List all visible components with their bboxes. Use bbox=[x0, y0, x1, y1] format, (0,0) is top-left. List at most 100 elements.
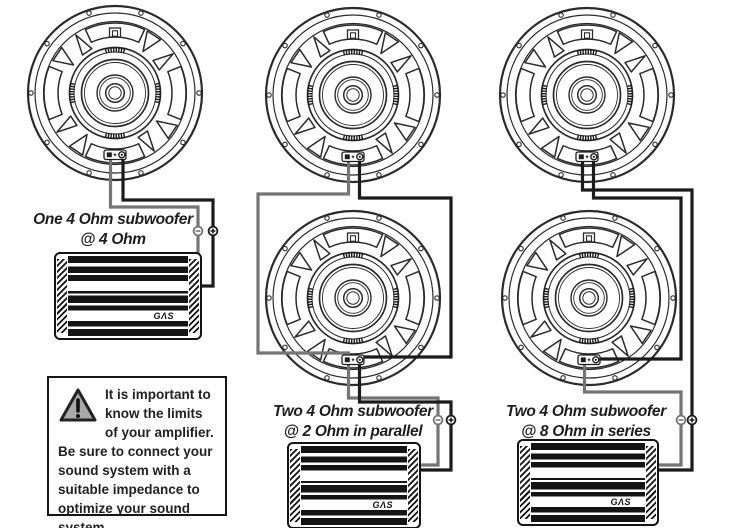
plus-terminal-icon bbox=[585, 155, 589, 159]
caption-line-2: @ 4 Ohm bbox=[80, 231, 146, 248]
mounting-hole bbox=[652, 42, 658, 49]
speaker-terminal-block bbox=[575, 151, 599, 163]
mounting-hole bbox=[180, 139, 186, 146]
gasket-crimp-texture bbox=[543, 287, 550, 309]
spec-label-plate bbox=[108, 27, 122, 38]
caption-line-1: Two 4 Ohm subwoofer bbox=[273, 403, 433, 420]
amp-brand-logo: GΛS bbox=[153, 311, 174, 322]
amp-heatsink-left bbox=[57, 259, 67, 333]
subwoofer-speaker bbox=[26, 4, 204, 182]
mounting-hole bbox=[180, 40, 186, 47]
negative-connector-icon bbox=[192, 225, 204, 237]
gasket-crimp-texture bbox=[307, 84, 314, 106]
amp-brand-logo: GΛS bbox=[372, 500, 393, 511]
minus-terminal-icon bbox=[344, 357, 350, 363]
positive-wire bbox=[121, 156, 215, 288]
mounting-hole bbox=[502, 295, 508, 301]
gasket-crimp-texture bbox=[69, 82, 76, 104]
mounting-hole bbox=[28, 90, 34, 96]
amplifier: GΛS bbox=[287, 442, 421, 528]
mounting-hole bbox=[668, 92, 674, 98]
mounting-hole bbox=[560, 375, 566, 381]
caption-line-1: One 4 Ohm subwoofer bbox=[33, 211, 193, 228]
mounting-hole bbox=[324, 215, 330, 221]
amplifier: GΛS bbox=[517, 439, 659, 526]
mounting-hole bbox=[282, 245, 288, 252]
mounting-hole bbox=[654, 344, 660, 351]
amp-heatsink-right bbox=[646, 446, 656, 519]
mounting-hole bbox=[418, 141, 424, 148]
connectors-layer bbox=[192, 225, 698, 426]
amp-face bbox=[301, 446, 407, 525]
gasket-crimp-texture bbox=[392, 84, 399, 106]
mounting-hole bbox=[86, 10, 92, 16]
amp-heatsink-left bbox=[520, 446, 530, 519]
positive-connector-icon bbox=[445, 414, 457, 426]
gasket-crimp-texture bbox=[628, 287, 635, 309]
mounting-hole bbox=[610, 172, 616, 178]
warning-text: It is important to know the limits of yo… bbox=[58, 387, 214, 528]
mounting-hole bbox=[376, 12, 382, 18]
spec-label-plate bbox=[580, 29, 594, 40]
mounting-hole bbox=[558, 172, 564, 178]
plus-terminal-icon bbox=[351, 155, 355, 159]
mounting-hole bbox=[376, 172, 382, 178]
mounting-hole bbox=[282, 42, 288, 49]
mounting-hole bbox=[654, 245, 660, 252]
mounting-hole bbox=[418, 344, 424, 351]
gasket-crimp-texture bbox=[626, 84, 633, 106]
minus-terminal-icon bbox=[580, 357, 586, 363]
spec-label-plate bbox=[346, 29, 360, 40]
series-link-wire bbox=[591, 156, 683, 361]
gasket-crimp-texture bbox=[307, 287, 314, 309]
mounting-hole bbox=[324, 172, 330, 178]
amp-face bbox=[68, 256, 188, 336]
negative-connector-icon bbox=[675, 414, 687, 426]
mounting-hole bbox=[500, 92, 506, 98]
gasket-crimp-texture bbox=[578, 252, 600, 259]
mounting-hole bbox=[670, 295, 676, 301]
mounting-hole bbox=[652, 141, 658, 148]
mounting-hole bbox=[266, 92, 272, 98]
gasket-crimp-texture bbox=[342, 134, 364, 141]
mounting-hole bbox=[196, 90, 202, 96]
subwoofer-speaker bbox=[500, 209, 678, 387]
plus-terminal-icon bbox=[351, 358, 355, 362]
gasket-crimp-texture bbox=[342, 252, 364, 259]
caption-line-2: @ 8 Ohm in series bbox=[521, 423, 651, 440]
speaker-terminal-block bbox=[341, 354, 365, 366]
negative-wire bbox=[582, 358, 683, 467]
mounting-hole bbox=[324, 12, 330, 18]
speaker-terminal-block bbox=[577, 354, 601, 366]
mounting-hole bbox=[266, 295, 272, 301]
positive-connector-icon bbox=[207, 225, 219, 237]
mounting-hole bbox=[612, 215, 618, 221]
mounting-hole bbox=[518, 245, 524, 252]
mounting-hole bbox=[376, 215, 382, 221]
warning-box: It is important to know the limits of yo… bbox=[47, 376, 227, 528]
mounting-hole bbox=[138, 10, 144, 16]
mounting-hole bbox=[418, 42, 424, 49]
gasket-crimp-texture bbox=[342, 49, 364, 56]
mounting-hole bbox=[282, 141, 288, 148]
mounting-hole bbox=[44, 40, 50, 47]
amp-heatsink-right bbox=[408, 449, 418, 522]
mounting-hole bbox=[434, 92, 440, 98]
speakers-layer bbox=[26, 4, 678, 387]
mounting-hole bbox=[516, 42, 522, 49]
minus-terminal-icon bbox=[106, 152, 112, 158]
gasket-crimp-texture bbox=[576, 134, 598, 141]
mounting-hole bbox=[418, 245, 424, 252]
positive-wire bbox=[580, 156, 694, 472]
speaker-terminal-block bbox=[103, 149, 127, 161]
diagram-caption: Two 4 Ohm subwoofer @ 8 Ohm in series bbox=[492, 402, 680, 442]
mounting-hole bbox=[138, 170, 144, 176]
mounting-hole bbox=[324, 375, 330, 381]
mounting-hole bbox=[86, 170, 92, 176]
mounting-hole bbox=[282, 344, 288, 351]
mounting-hole bbox=[560, 215, 566, 221]
caption-line-1: Two 4 Ohm subwoofer bbox=[506, 403, 666, 420]
amp-heatsink-right bbox=[189, 259, 199, 333]
spec-label-plate bbox=[582, 232, 596, 243]
